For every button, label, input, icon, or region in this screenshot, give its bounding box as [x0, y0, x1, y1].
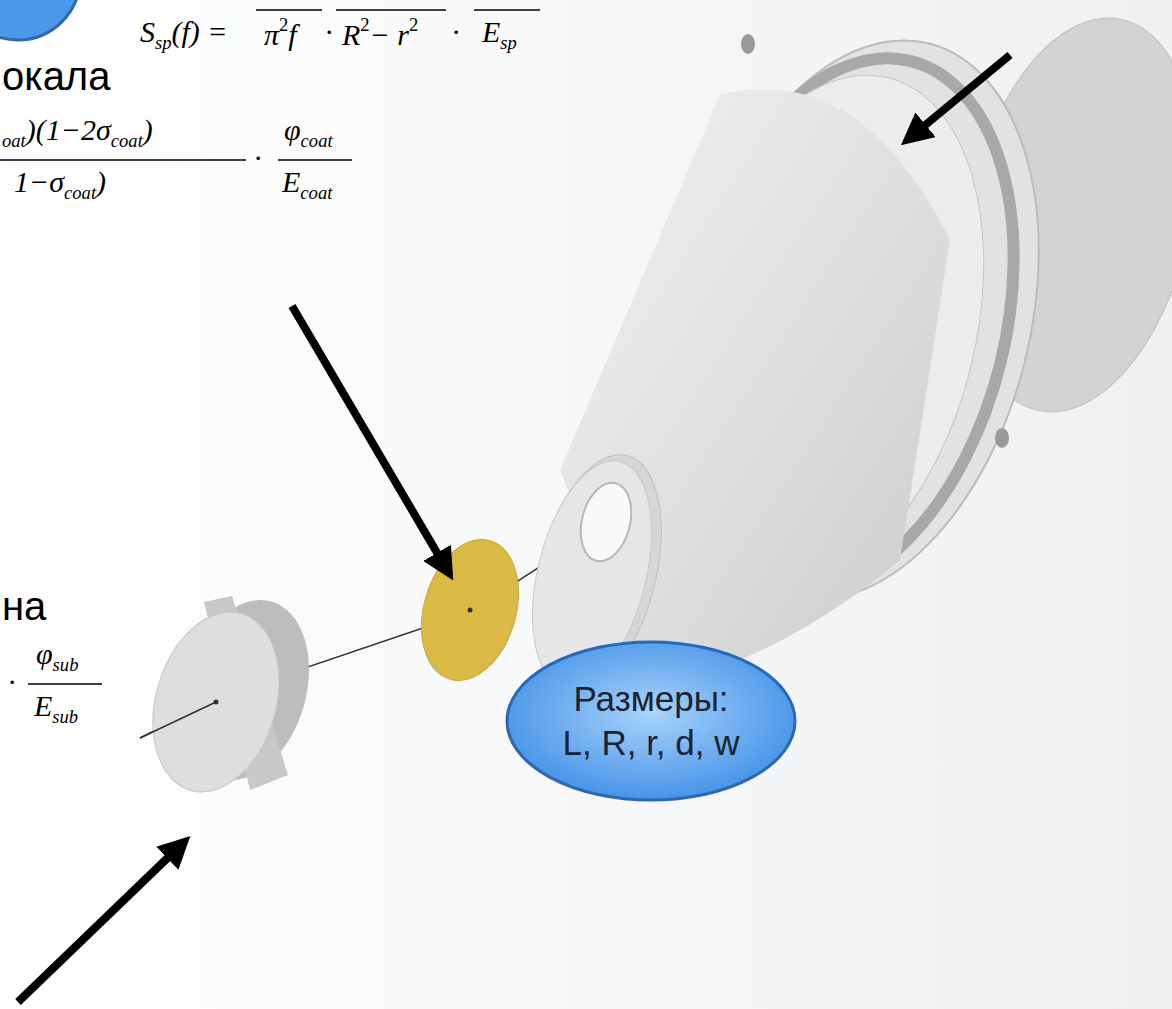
- formula-group: R2− r2: [342, 14, 418, 53]
- formula-term: oat: [2, 130, 26, 151]
- formula-term: R: [342, 18, 360, 51]
- formula-term: ): [143, 113, 153, 146]
- formula-term: coat: [300, 182, 332, 203]
- formula-term: ·: [452, 15, 460, 48]
- formula-term: sub: [52, 706, 78, 727]
- section-badge: [0, 0, 80, 40]
- formula-group: Esub: [34, 688, 78, 728]
- formula-term: S: [140, 15, 155, 48]
- formula-term: coat: [301, 130, 333, 151]
- formula-term: sp: [500, 32, 517, 53]
- formula-term: ·: [8, 665, 16, 698]
- bubble-text: Размеры:: [573, 677, 728, 721]
- formula-term: ·: [325, 15, 333, 48]
- formula-group: ·: [254, 140, 262, 176]
- formula-group: Esp: [482, 14, 517, 54]
- formula-term: (f) =: [172, 15, 228, 48]
- formula-group: 1−σcoat): [14, 164, 106, 204]
- formula-term: sub: [53, 654, 79, 675]
- bubble-shape: [507, 642, 795, 800]
- formula-term: ): [96, 165, 106, 198]
- formula-term: − r: [370, 18, 409, 51]
- bubble-text: L, R, r, d, w: [563, 721, 740, 765]
- formula-term: 1−σ: [14, 165, 64, 198]
- spacer: [512, 0, 1172, 702]
- formula-term: E: [34, 689, 52, 722]
- formula-group: ·: [452, 14, 460, 50]
- leader-arrows: [18, 55, 1010, 1002]
- heading-text: на: [2, 584, 46, 628]
- formula-term: E: [282, 165, 300, 198]
- axis-line: [140, 702, 216, 738]
- formula-term: π: [264, 18, 279, 51]
- axis-point: [214, 700, 219, 705]
- formula-group: φcoat: [284, 112, 333, 152]
- formula-term: sp: [155, 32, 172, 53]
- formula-term: 2: [409, 14, 418, 35]
- heading-text: окала: [2, 54, 110, 98]
- formula-group: ·: [325, 14, 333, 50]
- bubble-outline: [505, 640, 797, 802]
- formula-term: coat: [64, 182, 96, 203]
- formula-group: Ecoat: [282, 164, 332, 204]
- formula-term: φ: [284, 113, 301, 146]
- formula-term: 2: [360, 14, 369, 35]
- formula-term: f: [288, 18, 296, 51]
- formula-term: E: [482, 15, 500, 48]
- formula-group: Ssp(f) =: [140, 14, 228, 54]
- formula-group: π2f: [264, 14, 297, 53]
- formula-term: ·: [254, 141, 262, 174]
- coating-disk: [406, 528, 534, 692]
- formula-term: coat: [111, 130, 143, 151]
- dimension-bubble: Размеры:L, R, r, d, w: [505, 640, 797, 802]
- formula-term: 2: [279, 14, 288, 35]
- formula-group: ·: [8, 664, 16, 700]
- formula-group: oat)(1−2σcoat): [2, 112, 153, 152]
- formula-term: φ: [36, 637, 53, 670]
- axis-point: [468, 608, 473, 613]
- formula-term: )(1−2σ: [26, 113, 111, 146]
- section-heading: на: [2, 582, 46, 630]
- section-heading: окала: [2, 52, 110, 100]
- formula-group: φsub: [36, 636, 78, 676]
- substrate-disk: [133, 585, 329, 807]
